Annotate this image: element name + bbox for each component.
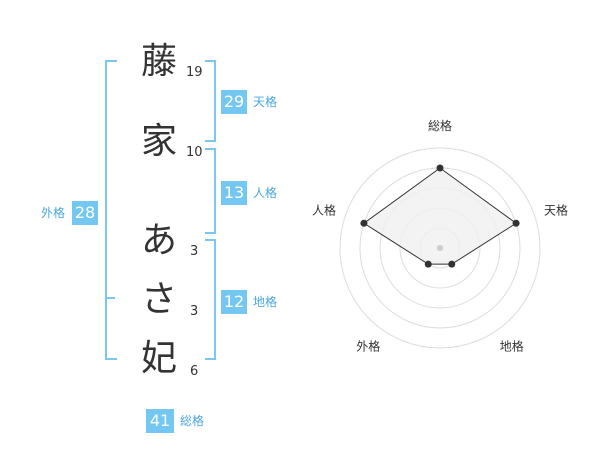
tenkaku-badge: 29 bbox=[221, 90, 247, 114]
chikaku-label: 地格 bbox=[253, 295, 278, 309]
radar-point bbox=[448, 260, 456, 268]
soukaku-label: 総格 bbox=[180, 414, 205, 428]
radar-ring bbox=[339, 147, 541, 349]
radar-axis-label: 人格 bbox=[312, 202, 336, 217]
chikaku-bracket bbox=[205, 239, 216, 360]
stroke-count: 10 bbox=[186, 145, 203, 160]
stroke-count: 6 bbox=[190, 364, 199, 379]
radar-point bbox=[360, 219, 368, 227]
gaikaku-badge: 28 bbox=[72, 201, 98, 225]
stroke-count: 3 bbox=[190, 244, 199, 259]
stroke-count: 3 bbox=[190, 304, 199, 319]
radar-point bbox=[424, 260, 432, 268]
jinkaku-badge: 13 bbox=[221, 181, 247, 205]
radar-axis-label: 天格 bbox=[544, 202, 568, 217]
stroke-count: 19 bbox=[186, 65, 203, 80]
soukaku-badge: 41 bbox=[146, 409, 174, 433]
jinkaku-label: 人格 bbox=[253, 186, 278, 200]
radar-center-dot bbox=[437, 245, 443, 251]
radar-point bbox=[436, 164, 444, 172]
jinkaku-bracket bbox=[205, 148, 216, 234]
radar-axis-label: 地格 bbox=[500, 339, 524, 354]
radar-axis-label: 外格 bbox=[356, 339, 380, 354]
tenkaku-label: 天格 bbox=[253, 95, 278, 109]
name-char: 藤 bbox=[140, 41, 177, 82]
radar-point bbox=[512, 219, 520, 227]
name-char: 妃 bbox=[140, 338, 177, 379]
radar-axis-label: 総格 bbox=[428, 118, 452, 133]
name-char: あ bbox=[140, 220, 177, 261]
radar-area bbox=[363, 167, 517, 265]
tenkaku-bracket bbox=[205, 60, 216, 142]
name-char: さ bbox=[140, 279, 177, 320]
name-char: 家 bbox=[140, 121, 177, 162]
chikaku-badge: 12 bbox=[221, 290, 247, 314]
gaikaku-label: 外格 bbox=[41, 206, 66, 220]
gaikaku-bracket bbox=[105, 60, 117, 360]
gaikaku-bracket-tick bbox=[105, 297, 115, 299]
